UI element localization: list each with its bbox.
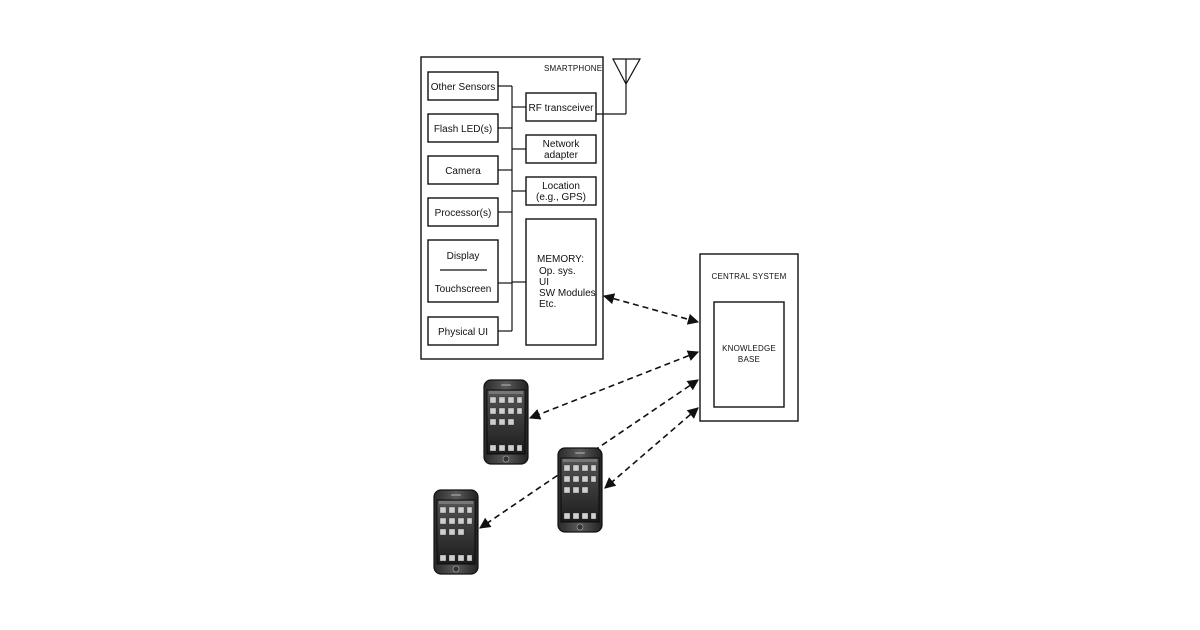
component-camera: Camera — [428, 156, 498, 184]
processor-label: Processor(s) — [435, 208, 492, 219]
component-flash-led: Flash LED(s) — [428, 114, 498, 142]
memory-heading: MEMORY: — [537, 254, 584, 265]
link-phone2-central — [605, 408, 698, 488]
other-sensors-label: Other Sensors — [431, 82, 495, 93]
location-label-1: Location — [542, 181, 580, 192]
knowledge-base-label-1: KNOWLEDGE — [722, 344, 776, 353]
central-system-block: CENTRAL SYSTEM KNOWLEDGE BASE — [700, 254, 798, 421]
memory-item-etc: Etc. — [539, 299, 556, 310]
component-physical-ui: Physical UI — [428, 317, 498, 345]
smartphone-title: SMARTPHONE — [544, 64, 602, 73]
component-location: Location (e.g., GPS) — [526, 177, 596, 205]
touchscreen-label: Touchscreen — [435, 284, 492, 295]
phone-icon-2 — [558, 448, 602, 532]
phone-icon-1 — [484, 380, 528, 464]
location-label-2: (e.g., GPS) — [536, 192, 586, 203]
link-phone1-central — [530, 352, 698, 418]
network-label-1: Network — [543, 139, 581, 150]
memory-item-ui: UI — [539, 277, 549, 288]
component-processor: Processor(s) — [428, 198, 498, 226]
rf-label: RF transceiver — [528, 103, 594, 114]
component-other-sensors: Other Sensors — [428, 72, 498, 100]
component-rf-transceiver: RF transceiver — [526, 93, 596, 121]
camera-label: Camera — [445, 166, 481, 177]
component-network-adapter: Network adapter — [526, 135, 596, 163]
memory-item-os: Op. sys. — [539, 266, 576, 277]
link-smartphone-central — [604, 296, 698, 322]
display-label: Display — [447, 251, 480, 262]
central-system-title: CENTRAL SYSTEM — [712, 272, 787, 281]
knowledge-base-label-2: BASE — [738, 355, 760, 364]
memory-item-sw: SW Modules — [539, 288, 596, 299]
flash-led-label: Flash LED(s) — [434, 124, 492, 135]
component-memory: MEMORY: Op. sys. UI SW Modules Etc. — [526, 219, 596, 345]
physical-ui-label: Physical UI — [438, 327, 488, 338]
network-label-2: adapter — [544, 150, 579, 161]
phone-icon-3 — [434, 490, 478, 574]
component-display: Display Touchscreen — [428, 240, 498, 302]
smartphone-block: SMARTPHONE Other Sensors Flash LED(s) Ca… — [421, 57, 640, 359]
